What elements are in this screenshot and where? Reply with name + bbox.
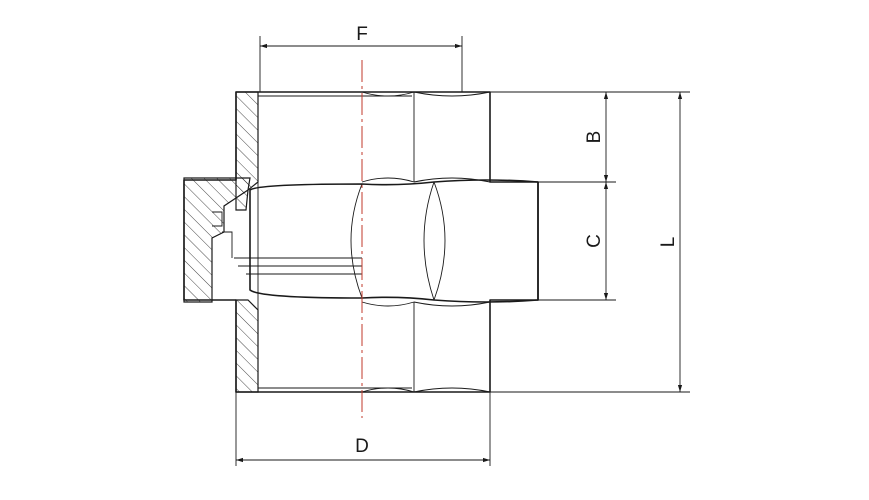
seal-notch <box>212 211 223 227</box>
union-section-view <box>183 91 539 393</box>
central-nut <box>249 179 539 303</box>
extension-lines <box>235 36 690 466</box>
dimension-label-d: D <box>355 436 369 457</box>
dimension-label-l: L <box>658 237 679 248</box>
thread-lines <box>222 231 362 275</box>
hex-face-upper <box>361 91 491 183</box>
hex-face-lower <box>361 301 491 393</box>
central-nut-arcs <box>350 181 446 301</box>
dimension-label-f: F <box>356 24 368 45</box>
dimension-label-c: C <box>584 234 605 248</box>
dimension-label-b: B <box>584 131 605 144</box>
hatched-wall-bottom <box>235 299 259 393</box>
